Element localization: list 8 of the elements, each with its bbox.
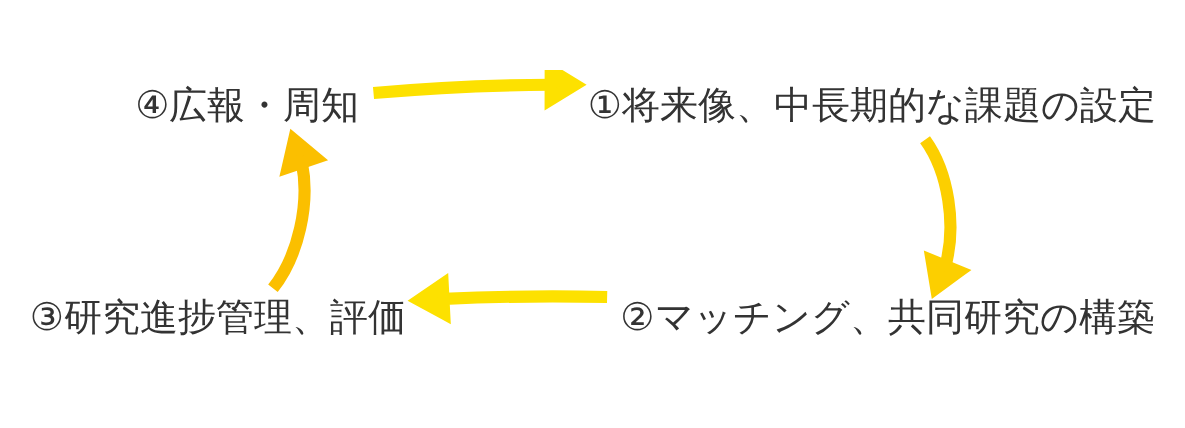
node-text: ②マッチング、共同研究の構築 — [620, 294, 1155, 339]
arrow — [920, 136, 972, 300]
arrow — [407, 272, 608, 325]
node-text: ④広報・周知 — [135, 82, 360, 127]
node-text: ③研究進捗管理、評価 — [29, 294, 406, 339]
node-text: ①将来像、中長期的な課題の設定 — [587, 82, 1156, 127]
arrow — [372, 70, 587, 111]
arrow — [268, 128, 329, 292]
